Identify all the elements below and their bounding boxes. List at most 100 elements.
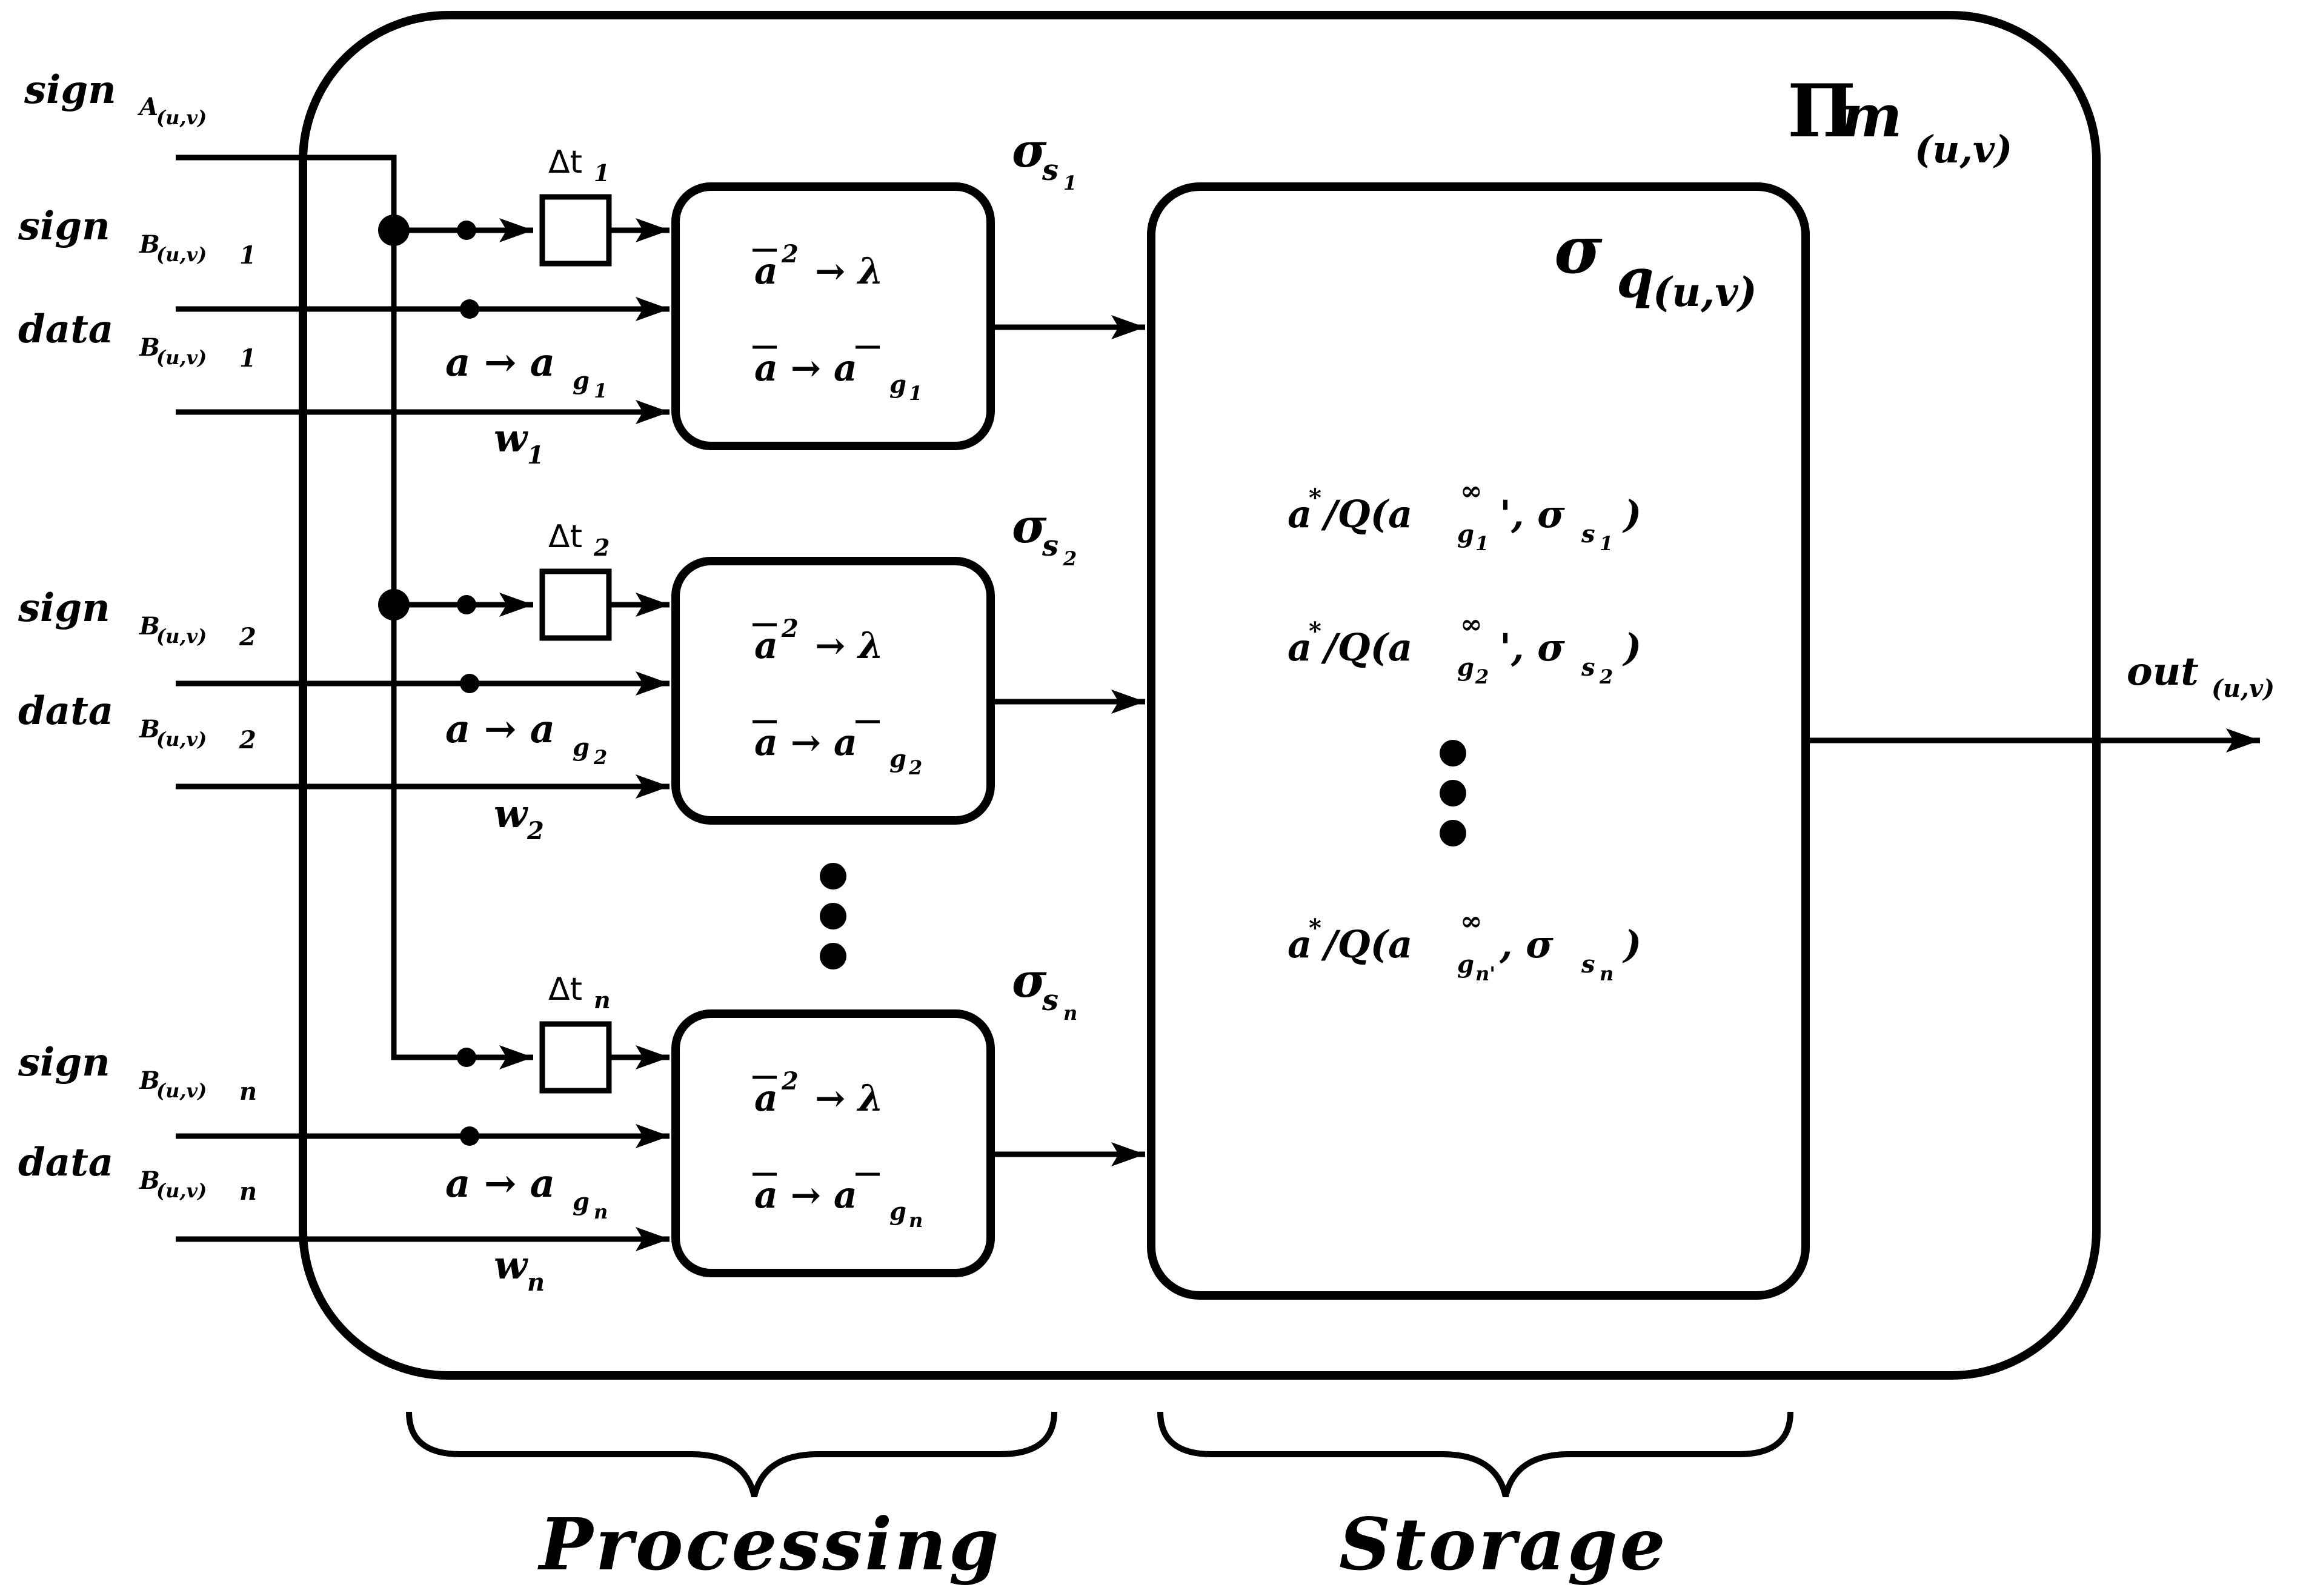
channel-1 [176, 182, 1145, 450]
storage-close: ) [1622, 492, 1641, 536]
data-b-label: data [18, 307, 113, 352]
sign-b-sub: B [139, 612, 160, 640]
storage-q: /Q(a [1321, 492, 1412, 536]
map-label: a → a [445, 707, 555, 752]
storage-q: /Q(a [1321, 625, 1412, 670]
delay-box-n [539, 1021, 612, 1094]
eq2-a: a → a [754, 347, 857, 390]
data-b-sub: B [139, 333, 160, 362]
storage-s: s [1581, 520, 1595, 548]
processor-box-2 [671, 557, 995, 825]
eq1-a: a [754, 1077, 778, 1120]
delay-box-2 [539, 568, 612, 641]
storage-inf: ∞ [1460, 906, 1483, 937]
sign-b-subsub: (u,v) [156, 1079, 207, 1102]
map-idx: 1 [594, 379, 607, 402]
delay-sub: n [594, 986, 611, 1014]
module-title: Π m (u,v) [1787, 68, 2012, 171]
delay-sub: 2 [593, 534, 610, 561]
sigma-s-sub: s [1042, 983, 1058, 1017]
weight-label: w [494, 791, 528, 837]
data-b-label: data [18, 688, 113, 734]
data-b-subsub: (u,v) [156, 1179, 207, 1202]
sigma-s-label: σ [1012, 953, 1047, 1008]
data-b-idx: 1 [239, 344, 256, 373]
eq2-a: a → a [754, 1174, 857, 1217]
eq2-sub: g [889, 370, 906, 399]
sigma-s-idx: 2 [1063, 547, 1077, 570]
sign-b-label: sign [18, 1040, 110, 1085]
storage-sigma-sub: q [1617, 247, 1654, 310]
storage-box [1147, 182, 1810, 1300]
sign-a-subsub: (u,v) [156, 106, 207, 129]
storage-star: * [1309, 617, 1321, 645]
channel-n [176, 1009, 1145, 1277]
junction-dot [457, 221, 476, 240]
storage-close: ) [1622, 922, 1641, 966]
sigma-s-label: σ [1012, 499, 1047, 554]
eq2-idx: 2 [908, 756, 922, 779]
data-b-label: data [18, 1140, 113, 1185]
junction-dot [460, 674, 479, 693]
storage-gi: 2 [1475, 665, 1489, 688]
module-frame [299, 11, 2101, 1380]
storage-sigma: ', σ [1500, 492, 1565, 536]
weight-sub: 2 [527, 817, 544, 845]
processing-brace [406, 1411, 1057, 1498]
storage-sigma: σ [1554, 212, 1603, 288]
map-label: a → a [445, 1161, 555, 1206]
weight-sub: n [527, 1268, 545, 1297]
pi-var: m [1841, 82, 1903, 150]
pi-symbol: Π [1787, 68, 1856, 154]
storage-g: g [1457, 520, 1474, 548]
eq1-sup: 2 [781, 240, 799, 268]
storage-g: g [1457, 653, 1474, 682]
storage-s: s [1581, 653, 1595, 682]
storage-si: 1 [1600, 532, 1613, 555]
map-sub: g [573, 1188, 590, 1216]
delay-label: Δt [548, 144, 582, 181]
eq2-sub: g [889, 745, 906, 773]
weight-label: w [494, 416, 528, 461]
storage-q: /Q(a [1321, 922, 1412, 966]
eq1-sup: 2 [781, 614, 799, 643]
junction-dot [457, 595, 476, 614]
storage-close: ) [1622, 625, 1641, 670]
storage-si: n [1600, 962, 1613, 985]
sign-a-sub: A [137, 93, 158, 121]
data-b-subsub: (u,v) [156, 346, 207, 369]
sign-b-idx: n [239, 1077, 257, 1106]
storage-label: Storage [1339, 1502, 1668, 1586]
data-b-idx: n [239, 1177, 257, 1206]
storage-brace [1157, 1411, 1793, 1498]
storage-gi: 1 [1475, 532, 1489, 555]
pi-sub: (u,v) [1915, 127, 2012, 171]
data-b-subsub: (u,v) [156, 728, 207, 751]
weight-sub: 1 [527, 441, 544, 470]
storage-sigma-subsub: (u,v) [1653, 268, 1757, 316]
sign-b-idx: 2 [239, 623, 256, 651]
storage-a: a [1288, 922, 1312, 966]
processing-label: Processing [537, 1502, 1002, 1586]
map-idx: 2 [593, 746, 607, 769]
eq1-a: a [754, 250, 778, 293]
eq1-sup: 2 [781, 1067, 799, 1096]
storage-ellipsis [1440, 740, 1466, 846]
sign-a-label: sign [24, 67, 116, 113]
storage-gi: n' [1475, 962, 1495, 985]
data-b-sub: B [139, 1166, 160, 1195]
storage-star: * [1309, 484, 1321, 512]
junction-dot [460, 1126, 479, 1146]
sign-b-subsub: (u,v) [156, 625, 207, 648]
eq1-a: a [754, 625, 778, 667]
weight-label: w [494, 1243, 528, 1288]
storage-inf: ∞ [1460, 609, 1483, 640]
map-sub: g [573, 733, 590, 762]
sign-b-sub: B [139, 230, 160, 259]
eq2-idx: 1 [909, 382, 922, 405]
eq2-sub: g [889, 1197, 906, 1226]
output-sub: (u,v) [2212, 674, 2275, 703]
storage-a: a [1288, 625, 1312, 670]
